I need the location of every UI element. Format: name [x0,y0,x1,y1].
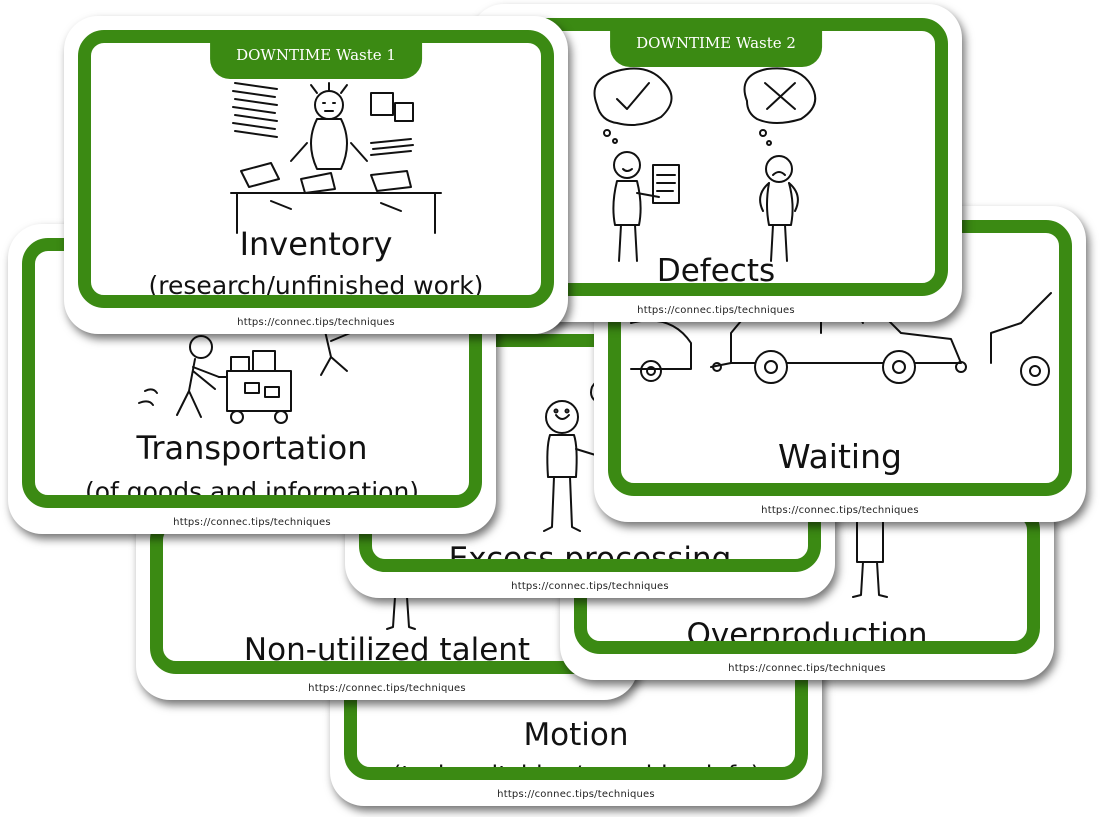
card-title: Defects [656,253,776,289]
cluttered-desk-sketch-icon [230,82,442,234]
card-subtitle: (of goods and information) [84,477,420,506]
card-title: Inventory [239,225,393,263]
card-tab-label: DOWNTIME Waste 2 [610,31,822,67]
card-url: https://connec.tips/techniques [728,663,886,674]
person-legs-sketch-icon [386,596,416,630]
card-url: https://connec.tips/techniques [511,581,669,592]
card-title: Overproduction [686,617,928,653]
card-title: Waiting [778,437,902,476]
card-title: Non-utilized talent [243,632,531,668]
person-pushing-cart-sketch-icon [138,330,356,424]
card-frame: DOWNTIME Waste 1 Inventory (research/unf… [78,30,554,308]
approved-vs-rejected-people-sketch-icon [593,67,817,262]
card-url: https://connec.tips/techniques [637,305,795,316]
card-url: https://connec.tips/techniques [497,789,655,800]
card-title: Excess processing [448,541,732,572]
card-url: https://connec.tips/techniques [173,517,331,528]
person-legs-sketch-icon [852,517,888,598]
card-tab-label: DOWNTIME Waste 1 [210,43,422,79]
card-subtitle: (task switching/searching info) [391,761,761,780]
card-inventory[interactable]: DOWNTIME Waste 1 Inventory (research/unf… [64,16,568,334]
card-url: https://connec.tips/techniques [761,505,919,516]
traffic-jam-cars-sketch-icon [630,292,1052,386]
card-title: Motion [523,717,629,753]
card-url: https://connec.tips/techniques [237,317,395,328]
card-title: Transportation [136,429,368,467]
card-url: https://connec.tips/techniques [308,683,466,694]
card-subtitle: (research/unfinished work) [148,271,484,300]
